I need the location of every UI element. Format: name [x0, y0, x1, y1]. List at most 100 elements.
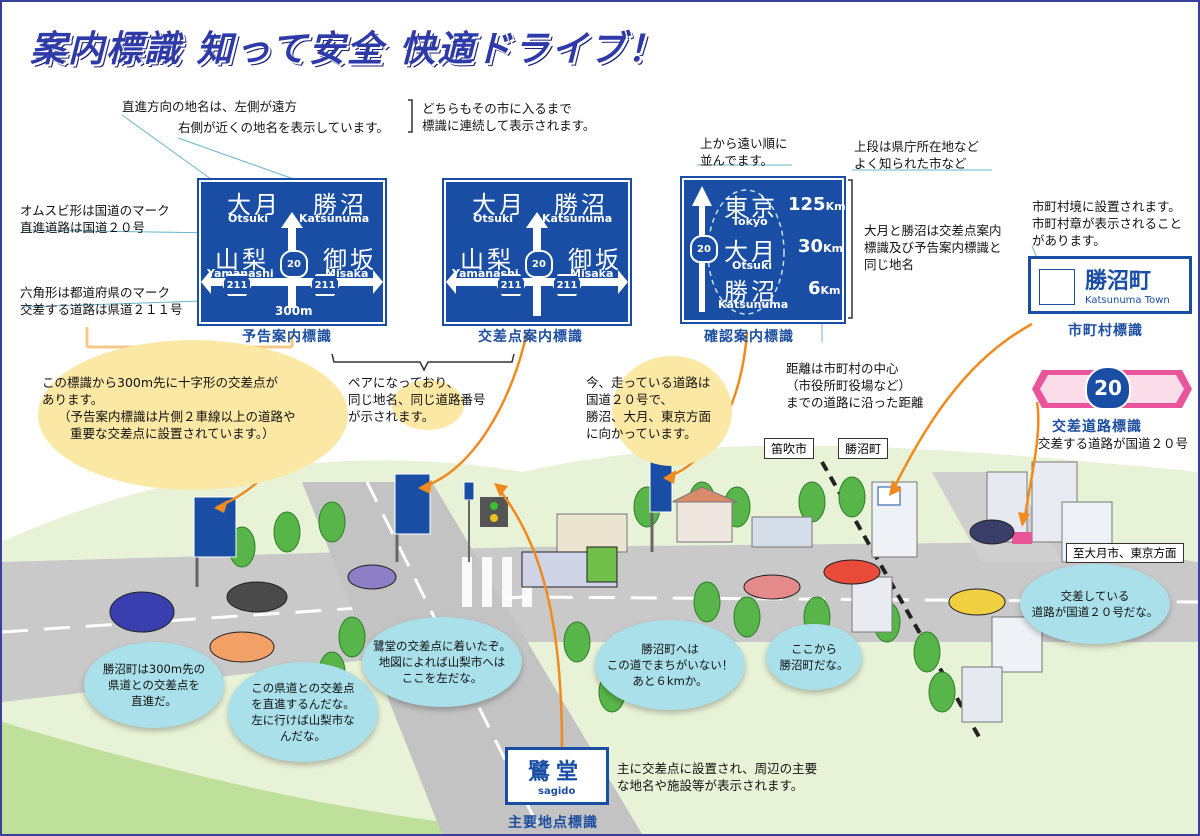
- advance-pref-route-marker-right: 211: [310, 274, 340, 296]
- crossing-route-marker: 20: [1085, 366, 1131, 410]
- advance-misaka-en: Misaka: [325, 267, 369, 280]
- note-municipal: 市町村境に設置されます。 市町村章が表示されること があります。: [1032, 198, 1182, 249]
- confirm-otsuki-km: 30: [798, 236, 824, 257]
- speech-bubble-3: 鷺堂の交差点に着いたぞ。 地図によれば山梨市へは ここを左だな。: [362, 617, 522, 707]
- note-same-names: 大月と勝沼は交差点案内 標識及び予告案内標識と 同じ地名: [864, 222, 1002, 273]
- speech-bubble-2: この県道との交差点 を直進するんだな。 左に行けば山梨市な んだな。: [228, 662, 378, 762]
- note-prefecture-line2: よく知られた市など: [854, 156, 967, 171]
- confirm-tokyo-en: Tokyo: [732, 215, 768, 228]
- note-direction-line1: 直進方向の地名は、左側が遠方: [122, 99, 298, 114]
- confirm-otsuki-jp: 大月: [724, 238, 778, 266]
- confirmation-sign: 20 東京 Tokyo 大月 Otsuki 勝沼 Katsunuma 125Km…: [680, 176, 846, 324]
- boundary-label-fuefuki: 笛吹市: [764, 438, 815, 459]
- speech-3-line1: 鷺堂の交差点に着いたぞ。: [373, 639, 511, 653]
- speech-4-line1: 勝沼町へは: [641, 642, 699, 656]
- confirm-katsunuma-unit: Km: [820, 284, 841, 297]
- confirm-tokyo-distance: 125Km: [788, 194, 846, 215]
- bubble-pair-line3: が示されます。: [348, 409, 435, 424]
- advance-katsunuma-en: Katsunuma: [299, 212, 370, 225]
- intersection-otsuki-en: Otsuki: [473, 212, 514, 225]
- confirm-otsuki-distance: 30Km: [798, 236, 843, 257]
- confirm-national-route-marker: 20: [690, 235, 718, 263]
- confirm-tokyo-unit: Km: [825, 200, 846, 213]
- note-hexagon: 六角形は都道府県のマーク 交差する道路は県道２１１号: [20, 284, 183, 318]
- intersection-pref-route-marker-left: 211: [496, 274, 526, 296]
- bubble-pair-line2: 同じ地名、同じ道路番号: [348, 392, 486, 407]
- note-same-names-line2: 標識及び予告案内標識と: [864, 240, 1002, 255]
- bubble-bg-pair: [392, 380, 464, 430]
- note-prefecture: 上段は県庁所在地など よく知られた市など: [854, 138, 979, 172]
- bubble-current-line4: に向かっています。: [586, 426, 697, 441]
- intersection-misaka-en: Misaka: [570, 267, 614, 280]
- note-distance: 距離は市町村の中心 （市役所町役場など） までの道路に沿った距離: [786, 360, 924, 411]
- bubble-pair-line1: ペアになっており、: [348, 375, 460, 390]
- speech-bubble-1: 勝沼町は300m先の 県道との交差点を 直進だ。: [84, 642, 224, 728]
- municipal-sign-caption: 市町村標識: [1068, 323, 1143, 339]
- landmark-name-jp: 鷺堂: [528, 760, 585, 785]
- speech-6-line1: 交差している: [1060, 589, 1130, 603]
- speech-5-line2: 勝沼町だな。: [779, 658, 849, 672]
- municipal-name-en: Katsunuma Town: [1085, 295, 1170, 306]
- note-municipal-line2: 市町村章が表示されること: [1032, 216, 1183, 231]
- municipal-emblem-placeholder: [1039, 269, 1075, 305]
- speech-6-line2: 道路が国道２０号だな。: [1031, 605, 1159, 619]
- note-hexagon-line2: 交差する道路は県道２１１号: [20, 302, 183, 317]
- bubble-bg-current: [612, 356, 732, 466]
- speech-bubble-6: 交差している 道路が国道２０号だな。: [1020, 564, 1170, 644]
- advance-national-route-marker: 20: [280, 250, 308, 278]
- advance-otsuki-jp: 大月: [227, 191, 281, 219]
- speech-bubble-5: ここから 勝沼町だな。: [766, 624, 862, 690]
- advance-pref-route-marker-left: 211: [222, 274, 252, 296]
- speech-2-line2: を直進するんだな。: [251, 697, 355, 711]
- note-crossing-road: 交差する道路が国道２０号: [1038, 436, 1189, 451]
- bubble-advance-line1: この標識から300m先に十字形の交差点が: [42, 375, 279, 390]
- advance-guide-sign: 大月 Otsuki 勝沼 Katsunuma 山梨 Yamanashi 御坂 M…: [197, 178, 387, 326]
- bubble-pair: ペアになっており、 同じ地名、同じ道路番号 が示されます。: [348, 374, 486, 425]
- advance-misaka-jp: 御坂: [323, 246, 377, 274]
- intersection-sign-caption: 交差点案内標識: [478, 329, 583, 345]
- boundary-label-katsunuma: 勝沼町: [838, 438, 889, 459]
- confirm-katsunuma-distance: 6Km: [808, 278, 841, 299]
- note-order-line1: 上から遠い順に: [700, 136, 788, 151]
- speech-1-line3: 直進だ。: [131, 694, 177, 708]
- speech-3-line3: ここを左だな。: [401, 671, 483, 685]
- speech-2-line4: んだな。: [280, 729, 326, 743]
- intersection-katsunuma-jp: 勝沼: [554, 191, 608, 219]
- crossing-road-sign-caption: 交差道路標識: [1052, 419, 1142, 435]
- bubble-bg-advance: [38, 340, 348, 490]
- note-landmark-line2: な地名や施設等が表示されます。: [617, 778, 804, 793]
- speech-4-line3: あと６kmか。: [632, 674, 708, 688]
- note-hexagon-line1: 六角形は都道府県のマーク: [20, 285, 171, 300]
- intersection-yamanashi-jp: 山梨: [460, 246, 514, 274]
- municipal-name-jp: 勝沼町: [1085, 269, 1152, 294]
- note-omusubi-line2: 直進道路は国道２０号: [20, 220, 146, 235]
- intersection-katsunuma-en: Katsunuma: [542, 212, 613, 225]
- confirm-otsuki-unit: Km: [823, 242, 844, 255]
- advance-yamanashi-en: Yamanashi: [207, 267, 274, 280]
- bubble-current-line1: 今、走っている道路は: [586, 375, 711, 390]
- bubble-advance-line4: 重要な交差点に設置されています。）: [70, 426, 275, 441]
- speech-2-line3: 左に行けば山梨市な: [251, 713, 355, 727]
- note-direction-line2: 右側が近くの地名を表示しています。: [178, 120, 389, 135]
- intersection-pref-route-marker-right: 211: [552, 274, 582, 296]
- bubble-current-line3: 勝沼、大月、東京方面: [586, 409, 712, 424]
- note-distance-line3: までの道路に沿った距離: [786, 395, 924, 410]
- speech-1-line1: 勝沼町は300m先の: [102, 662, 206, 676]
- speech-5-line1: ここから: [791, 642, 837, 656]
- note-omusubi-line1: オムスビ形は国道のマーク: [20, 203, 170, 218]
- confirm-katsunuma-km: 6: [808, 278, 821, 299]
- note-omusubi: オムスビ形は国道のマーク 直進道路は国道２０号: [20, 202, 170, 236]
- bubble-current-line2: 国道２０号で、: [586, 392, 674, 407]
- note-continuity: どちらもその市に入るまで 標識に連続して表示されます。: [422, 100, 595, 134]
- landmark-sign-caption: 主要地点標識: [508, 815, 598, 831]
- advance-katsunuma-jp: 勝沼: [313, 191, 367, 219]
- confirmation-sign-caption: 確認案内標識: [704, 329, 794, 345]
- advance-otsuki-en: Otsuki: [228, 212, 269, 225]
- advance-yamanashi-jp: 山梨: [215, 246, 269, 274]
- intersection-otsuki-jp: 大月: [472, 191, 526, 219]
- speech-bubble-4: 勝沼町へは この道でまちがいない！ あと６kmか。: [595, 620, 745, 710]
- speech-3-line2: 地図によれば山梨市へは: [378, 655, 506, 669]
- confirm-tokyo-km: 125: [788, 194, 826, 215]
- note-municipal-line1: 市町村境に設置されます。: [1032, 199, 1181, 214]
